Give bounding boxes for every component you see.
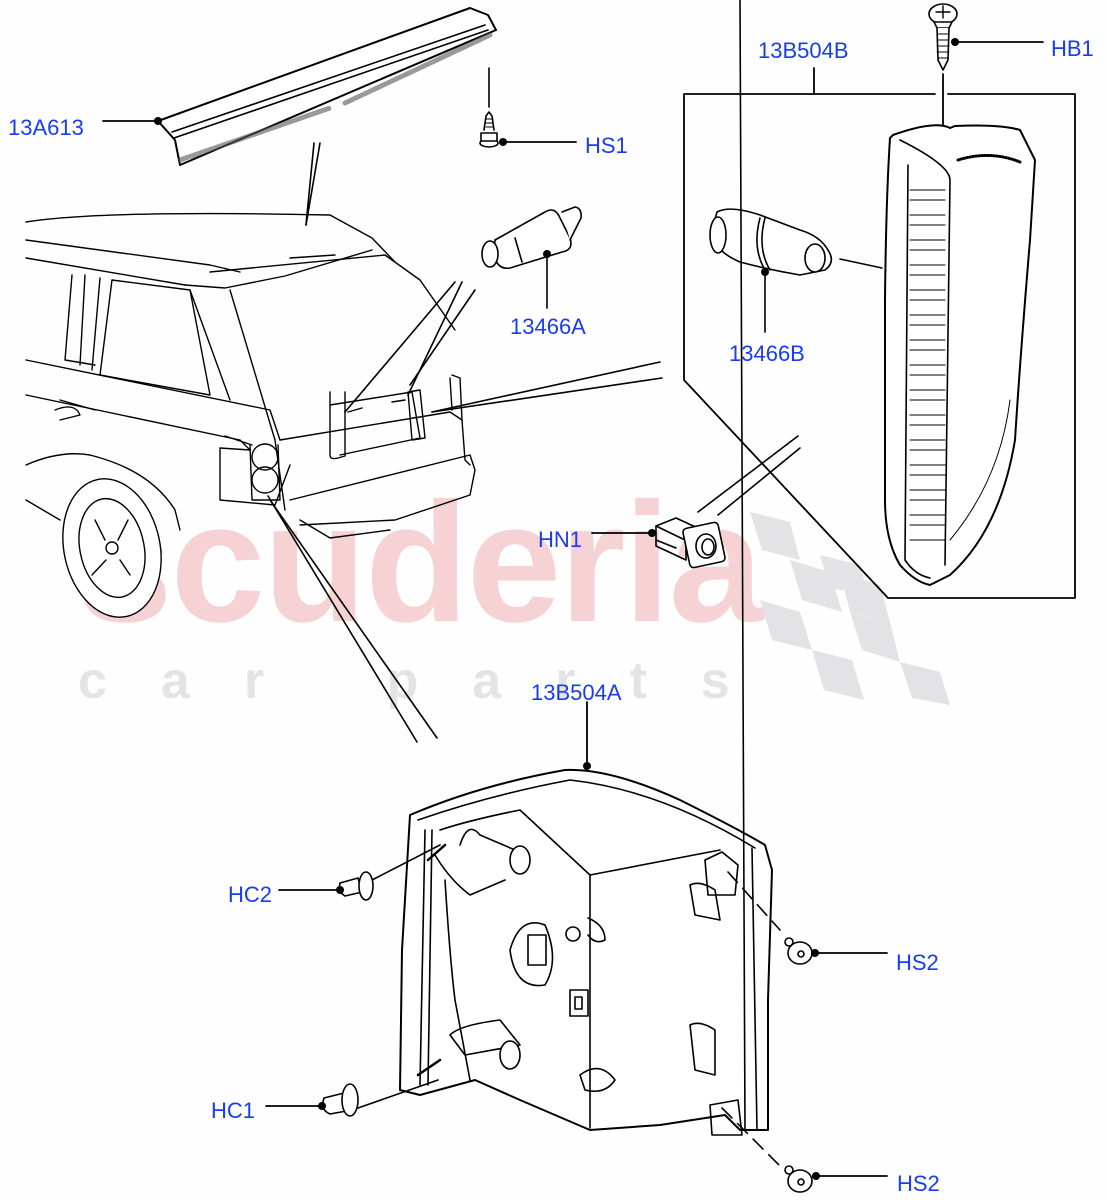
screw-hs1 (479, 67, 499, 148)
checkered-flag-watermark (750, 512, 950, 705)
nut-hn1 (655, 517, 726, 569)
callout-13466b[interactable]: 13466B (729, 341, 805, 366)
clip-hc1 (322, 1083, 359, 1117)
stop-lamp-strip (157, 7, 497, 226)
clip-hc2 (338, 871, 374, 901)
callout-13b504a[interactable]: 13B504A (531, 680, 622, 705)
lamp-housing-13b504b (884, 124, 1036, 586)
callout-hs1[interactable]: HS1 (585, 133, 628, 158)
bulb-13466a (481, 206, 582, 309)
callout-hc2[interactable]: HC2 (228, 882, 273, 907)
callout-13466a[interactable]: 13466A (510, 314, 586, 339)
vehicle-outline (25, 212, 476, 618)
callout-hs2-upper[interactable]: HS2 (896, 950, 939, 975)
bulb-13466b (709, 208, 883, 333)
callout-13a613[interactable]: 13A613 (8, 115, 84, 140)
callout-hc1[interactable]: HC1 (211, 1098, 256, 1123)
watermark-scuderia: scuderia (78, 468, 763, 658)
screw-hb1 (928, 3, 958, 71)
callout-hs2-lower[interactable]: HS2 (897, 1171, 940, 1196)
leader-lines (267, 281, 801, 743)
watermark-car-parts: car parts (78, 652, 784, 710)
screw-hs2-upper (784, 937, 813, 965)
callout-13b504b[interactable]: 13B504B (758, 38, 849, 63)
callout-hn1[interactable]: HN1 (538, 527, 583, 552)
lamp-housing-13b504a (357, 0, 783, 1169)
callout-hb1[interactable]: HB1 (1051, 36, 1094, 61)
screw-hs2-lower (784, 1165, 813, 1193)
assembly-box-13b504b (683, 67, 1076, 599)
